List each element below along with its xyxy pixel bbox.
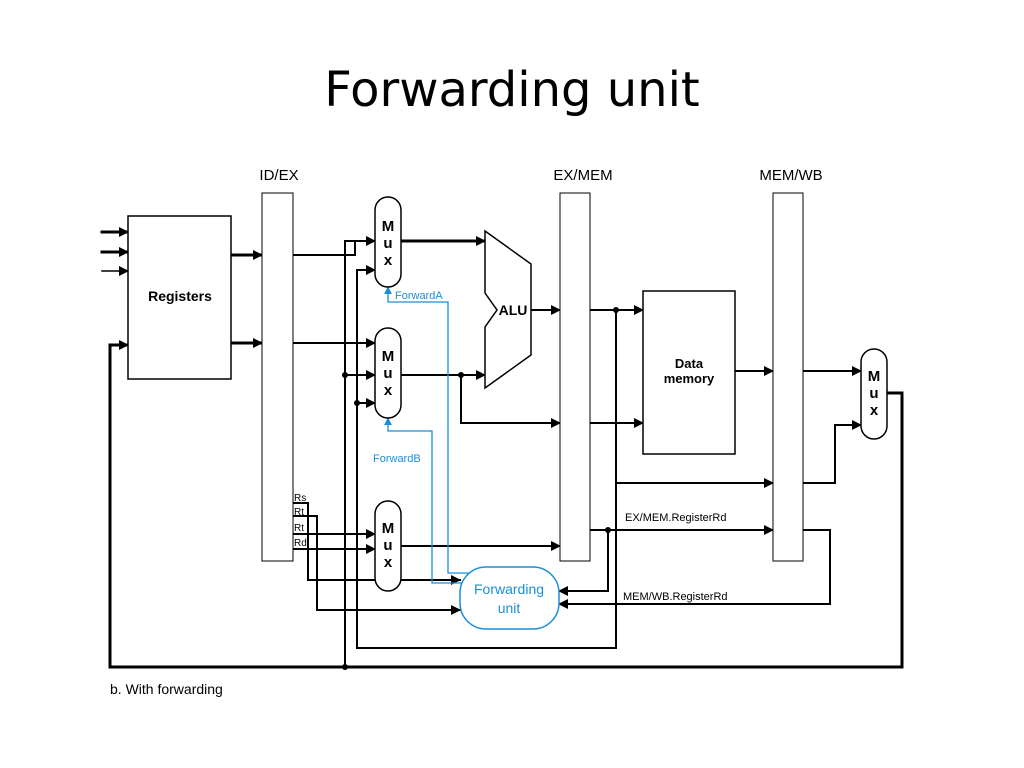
svg-text:x: x	[384, 554, 393, 571]
write-data-wire	[108, 340, 130, 669]
junction-dots	[342, 307, 619, 670]
svg-text:Forwarding: Forwarding	[474, 581, 544, 597]
svg-text:Registers: Registers	[148, 288, 212, 304]
pipeline-register-memwb: MEM/WB	[759, 167, 823, 562]
figure-caption: b. With forwarding	[110, 681, 223, 697]
mux-writeback: M u x	[860, 348, 888, 440]
svg-text:u: u	[383, 235, 392, 252]
memwb-forward-to-muxb-wire	[344, 370, 376, 668]
svg-text:M: M	[382, 218, 395, 235]
svg-text:x: x	[384, 382, 393, 399]
svg-text:ALU: ALU	[499, 302, 528, 318]
forward-a-label: ForwardA	[395, 290, 443, 302]
svg-text:Data: Data	[675, 356, 704, 371]
datapath-diagram: Registers ID/EX EX/MEM MEM/WB ALU Data m…	[100, 167, 904, 697]
svg-text:ID/EX: ID/EX	[259, 167, 298, 184]
exmem-registerrd-to-forwarding-wire	[558, 529, 609, 596]
pipeline-register-exmem: EX/MEM	[553, 167, 613, 562]
register-field-rt-1: Rt	[294, 507, 304, 518]
memwb-registerrd-label: MEM/WB.RegisterRd	[623, 591, 728, 603]
svg-text:x: x	[384, 252, 393, 269]
idex-to-muxa-wire	[292, 236, 376, 256]
pipeline-register-idex: ID/EX	[259, 167, 299, 562]
svg-text:unit: unit	[498, 600, 521, 616]
memwb-registerrd-wire	[558, 529, 831, 609]
forward-b-wire	[384, 417, 465, 584]
register-field-rd: Rd	[294, 538, 307, 549]
svg-text:EX/MEM: EX/MEM	[553, 167, 612, 184]
svg-text:x: x	[870, 402, 879, 419]
slide-title: Forwarding unit	[324, 62, 700, 118]
mux-dest-register: M u x	[374, 500, 402, 592]
memwb-alu-to-wbmux-wire	[802, 420, 862, 484]
svg-text:u: u	[869, 385, 878, 402]
svg-text:M: M	[382, 520, 395, 537]
register-field-rs: Rs	[294, 493, 306, 504]
data-memory-block: Data memory	[642, 290, 736, 455]
svg-text:M: M	[382, 348, 395, 365]
register-field-rt-2: Rt	[294, 523, 304, 534]
svg-text:u: u	[383, 537, 392, 554]
svg-text:M: M	[868, 368, 881, 385]
forwarding-unit-block: Forwarding unit	[459, 566, 560, 630]
svg-text:memory: memory	[664, 371, 715, 386]
mux-forward-b: M u x	[374, 327, 402, 419]
mux-forward-a: M u x	[374, 196, 402, 288]
svg-text:u: u	[383, 365, 392, 382]
forward-a-wire	[384, 286, 470, 574]
alu-block: ALU	[484, 229, 532, 390]
registers-block: Registers	[127, 215, 232, 380]
writeback-loop-wire	[108, 391, 904, 669]
exmem-registerrd-label: EX/MEM.RegisterRd	[625, 512, 726, 524]
store-data-wire	[460, 374, 561, 428]
forwarding-control-wires	[384, 286, 470, 584]
forward-b-label: ForwardB	[373, 453, 421, 465]
rt-to-forwarding-wire	[292, 515, 461, 615]
forwarding-datapath-figure: Registers ID/EX EX/MEM MEM/WB ALU Data m…	[92, 152, 934, 698]
svg-text:MEM/WB: MEM/WB	[759, 167, 822, 184]
